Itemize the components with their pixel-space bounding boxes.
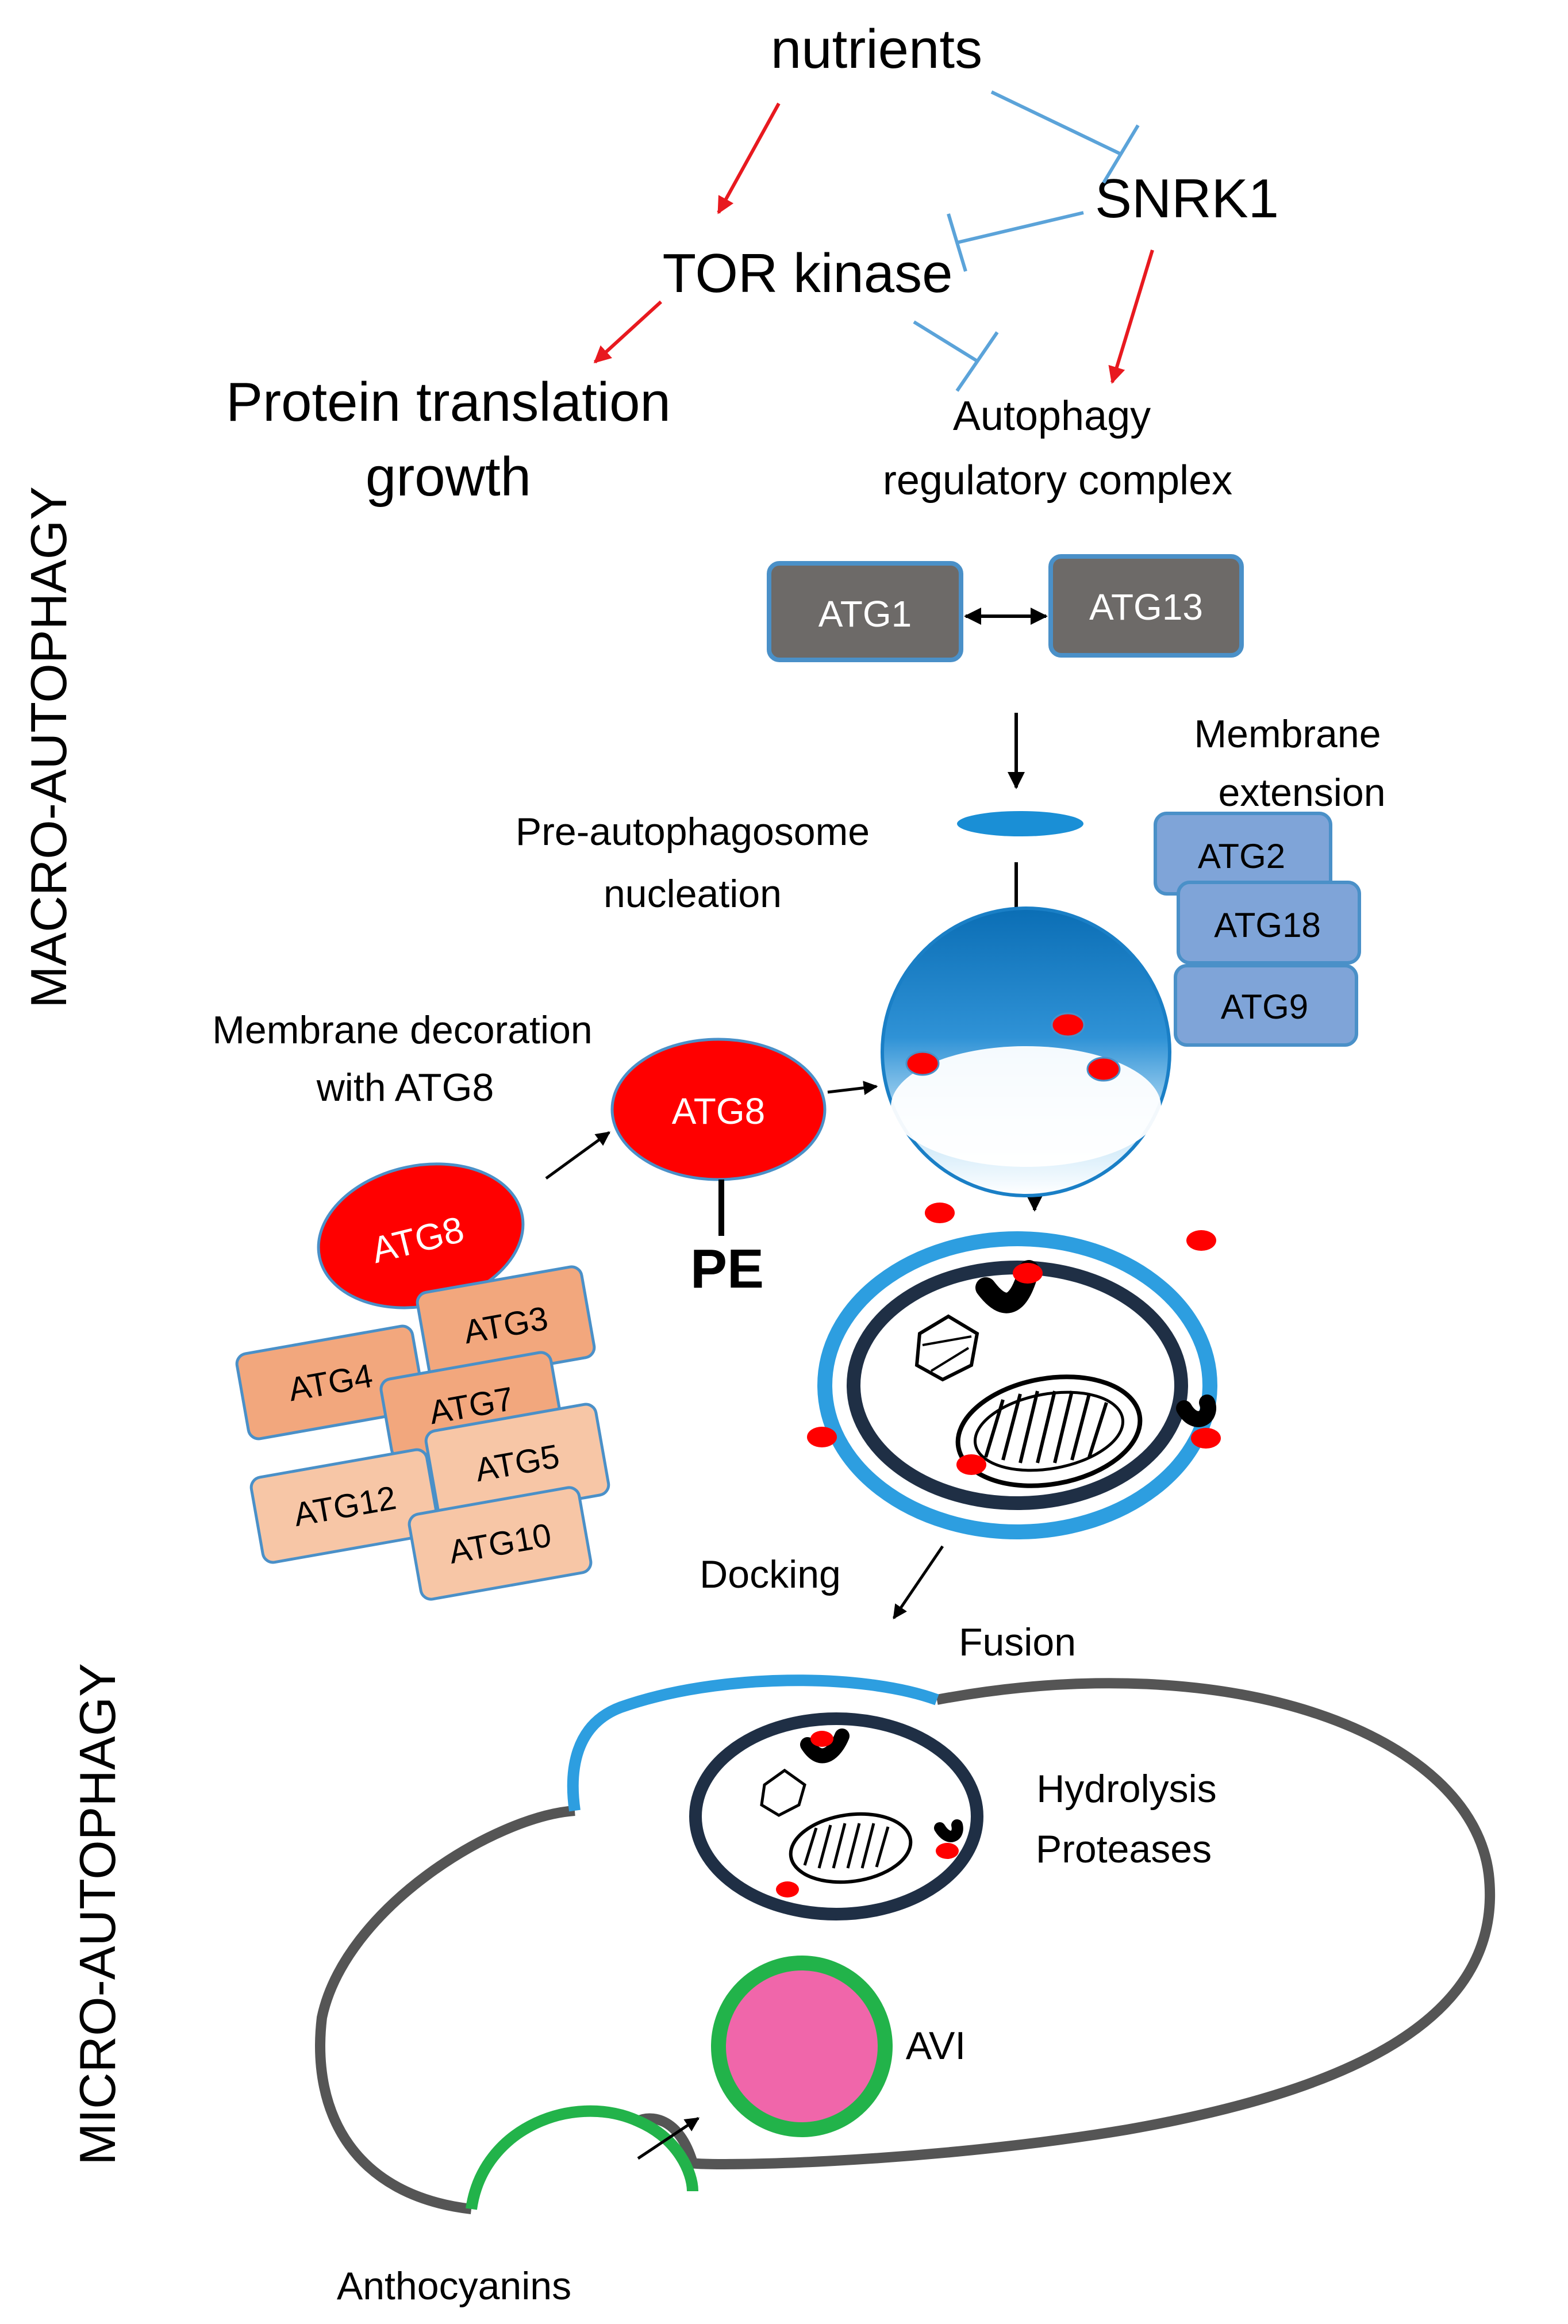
atg9-box [1174,964,1358,1047]
avi-body [711,1956,893,2137]
nucleation-disc [957,811,1083,836]
micro-autophagy-label: MICRO-AUTOPHAGY [69,1663,126,2165]
atg18-box [1177,881,1361,965]
autophagic-body [689,1712,983,1920]
snrk1-label: SNRK1 [1095,168,1279,229]
arrow-docking [892,1545,944,1620]
cargo-protein-icon [800,1728,850,1764]
atg1-atg13-complex: ATG1 ATG13 [767,554,1244,662]
anthocyanin-invagination [466,2105,698,2210]
arrow-anthocyanin-to-avi [637,2116,700,2160]
phagophore [881,906,1171,1197]
hydrolysis-label: Hydrolysis [1036,1767,1217,1811]
mitochondrion-icon [789,1812,913,1884]
atg8-dot [1191,1428,1221,1449]
arrow-snrk1-to-autophagy [1108,249,1154,384]
atg8-dot [1051,1012,1085,1038]
atg1-label: ATG1 [818,593,912,635]
macro-autophagy-label: MACRO-AUTOPHAGY [20,486,77,1008]
atg8-dot [1186,1230,1216,1251]
atg13-label: ATG13 [1089,586,1203,628]
membrane-extension-label-1: Membrane [1194,712,1381,756]
conjugation-machinery: ATG4 ATG3 ATG7 ATG12 ATG5 ATG10 [235,1265,610,1601]
nutrients-label: nutrients [771,18,982,80]
arrow-tor-to-translation [593,300,663,364]
atg8-dot [1086,1057,1121,1082]
docking-label: Docking [700,1553,841,1596]
atg12-box: ATG12 [249,1448,440,1564]
atg4-box: ATG4 [235,1324,426,1441]
pe-label: PE [690,1238,764,1300]
atg8-lipidated-label: ATG8 [672,1090,765,1132]
fusion-label: Fusion [959,1620,1076,1664]
cargo-vesicle-icon [760,1768,806,1817]
membrane-extension-label-2: extension [1218,771,1385,815]
cargo-vesicle-icon [914,1314,979,1382]
autophagosome [807,1203,1221,1539]
inhibit-snrk1-tor [947,211,1084,272]
inhibit-tor-autophagy [913,320,999,392]
arrow-atg8-to-lipidated [545,1131,611,1180]
atg8-dot [905,1051,940,1076]
decoration-label-2: with ATG8 [316,1066,494,1109]
atg8-dot [807,1427,837,1447]
inhibit-nutrients-snrk1 [990,90,1140,184]
nucleation-label-2: nucleation [604,872,782,916]
growth-label: growth [366,446,531,508]
atg1-box [767,561,963,662]
mitochondrion-icon [955,1374,1143,1488]
avi-label: AVI [906,2024,966,2068]
atg8-lipidated: ATG8 PE [610,1038,827,1300]
anthocyanins-label: Anthocyanins [337,2264,571,2308]
atg2-label: ATG2 [1198,837,1285,875]
protein-translation-label: Protein translation [226,371,671,433]
arrow-lipidated-to-phagophore [827,1081,878,1096]
atg8-dot [956,1454,986,1475]
atg9-label: ATG9 [1221,988,1308,1026]
tor-kinase-label: TOR kinase [662,243,952,304]
nucleation-label-1: Pre-autophagosome [516,810,870,854]
atg8-dot [776,1881,799,1897]
regulatory-complex-label: regulatory complex [883,458,1232,504]
signaling-network: nutrients SNRK1 TOR kinase Protein trans… [226,18,1279,508]
atg8-dot [925,1203,955,1223]
cargo-protein-icon [1176,1395,1216,1427]
atg10-box: ATG10 [408,1486,593,1601]
proteases-label: Proteases [1036,1827,1212,1871]
atg13-box [1048,554,1244,658]
atg8-dot [810,1731,833,1747]
membrane-extension-group: Membrane extension ATG2 ATG18 ATG9 [1154,712,1386,1047]
autophagosome-outer-membrane [817,1231,1217,1539]
vacuole: Hydrolysis Proteases AVI [315,1674,1495,2214]
atg8-dot [1013,1263,1043,1284]
vacuole-fused-blue-membrane [567,1674,939,1812]
arrow-nutrients-to-tor [717,102,781,214]
atg8-dot [936,1843,959,1859]
autophagy-label: Autophagy [953,393,1151,439]
decoration-label-1: Membrane decoration [212,1008,592,1052]
atg3-box: ATG3 [416,1265,596,1385]
cargo-protein-icon [934,1819,963,1842]
atg18-label: ATG18 [1214,906,1321,944]
